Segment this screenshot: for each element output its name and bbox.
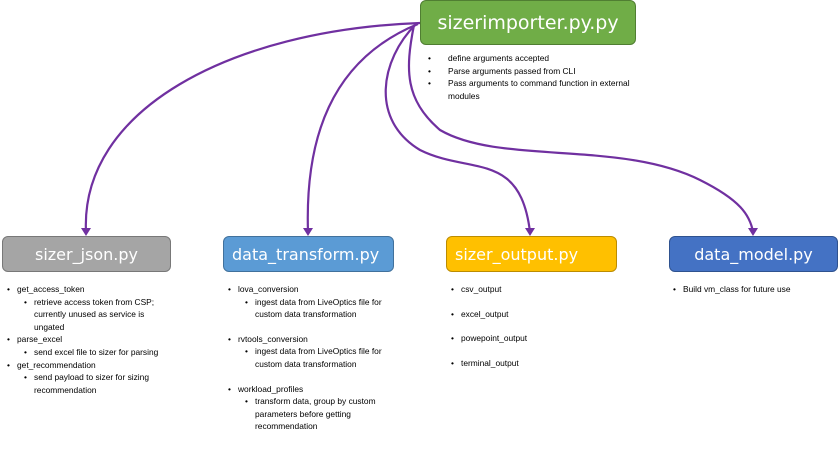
main-module-title: sizerimporter.py.py: [437, 11, 619, 34]
arrowhead-sizer-output: [525, 228, 535, 236]
function-item: workload_profiles: [228, 383, 398, 396]
main-item: Pass arguments to command function in ex…: [428, 77, 648, 102]
data-transform-items: lova_conversion ingest data from LiveOpt…: [228, 283, 398, 433]
function-item: get_access_token: [7, 283, 172, 296]
module-title: data_model.py: [694, 244, 813, 264]
main-item: define arguments accepted: [428, 52, 648, 65]
function-item: excel_output: [451, 308, 621, 321]
function-item: Build vm_class for future use: [673, 283, 838, 296]
function-item: terminal_output: [451, 357, 621, 370]
main-item: Parse arguments passed from CLI: [428, 65, 648, 78]
module-title: sizer_json.py: [34, 244, 139, 264]
data-model-items: Build vm_class for future use: [673, 283, 838, 296]
module-title: data_transform.py: [232, 244, 380, 264]
arrowhead-data-model: [748, 228, 758, 236]
function-item: csv_output: [451, 283, 621, 296]
function-item: powepoint_output: [451, 332, 621, 345]
function-detail: ingest data from LiveOptics file for cus…: [228, 345, 398, 370]
module-title: sizer_output.py: [455, 244, 579, 264]
sizer-output-items: csv_output excel_output powepoint_output…: [451, 283, 621, 381]
sizer-json-module-box: sizer_json.py: [2, 236, 171, 272]
arrow-to-data-transform: [306, 22, 419, 233]
function-item: parse_excel: [7, 333, 172, 346]
function-item: get_recommendation: [7, 359, 172, 372]
function-detail: retrieve access token from CSP; currentl…: [7, 296, 172, 334]
data-model-module-box: data_model.py: [669, 236, 838, 272]
arrowhead-sizer-json: [81, 228, 91, 236]
data-transform-module-box: data_transform.py: [223, 236, 394, 272]
arrow-to-sizer-json: [84, 21, 421, 233]
main-module-box: sizerimporter.py.py: [420, 0, 636, 45]
main-module-items: define arguments accepted Parse argument…: [428, 52, 648, 102]
sizer-json-items: get_access_token retrieve access token f…: [7, 283, 172, 396]
sizer-output-module-box: sizer_output.py: [446, 236, 617, 272]
function-detail: send excel file to sizer for parsing: [7, 346, 172, 359]
function-detail: ingest data from LiveOptics file for cus…: [228, 296, 398, 321]
function-item: rvtools_conversion: [228, 333, 398, 346]
function-item: lova_conversion: [228, 283, 398, 296]
arrowhead-data-transform: [303, 228, 313, 236]
function-detail: transform data, group by custom paramete…: [228, 395, 398, 433]
function-detail: send payload to sizer for sizing recomme…: [7, 371, 172, 396]
